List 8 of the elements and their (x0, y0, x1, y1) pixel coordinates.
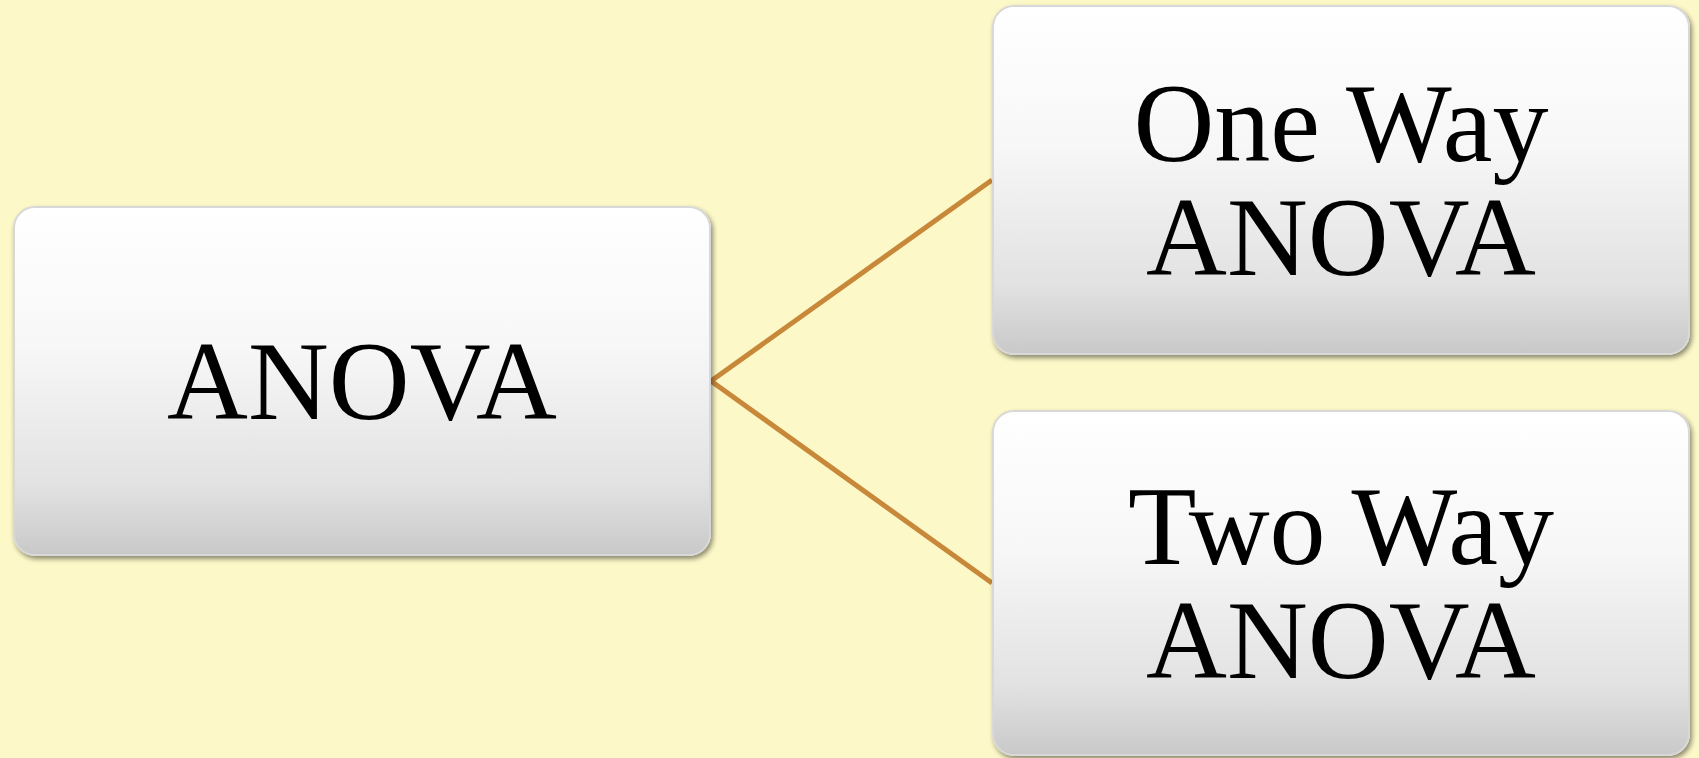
process-box (13, 206, 711, 556)
box-label: Two Way ANOVA (1127, 468, 1555, 698)
connector-line (709, 177, 994, 384)
process-box (992, 410, 1690, 756)
process-box (992, 5, 1690, 355)
box-label: One Way ANOVA (1132, 65, 1550, 295)
box-label: ANOVA (167, 323, 557, 439)
connector-line (709, 378, 994, 586)
